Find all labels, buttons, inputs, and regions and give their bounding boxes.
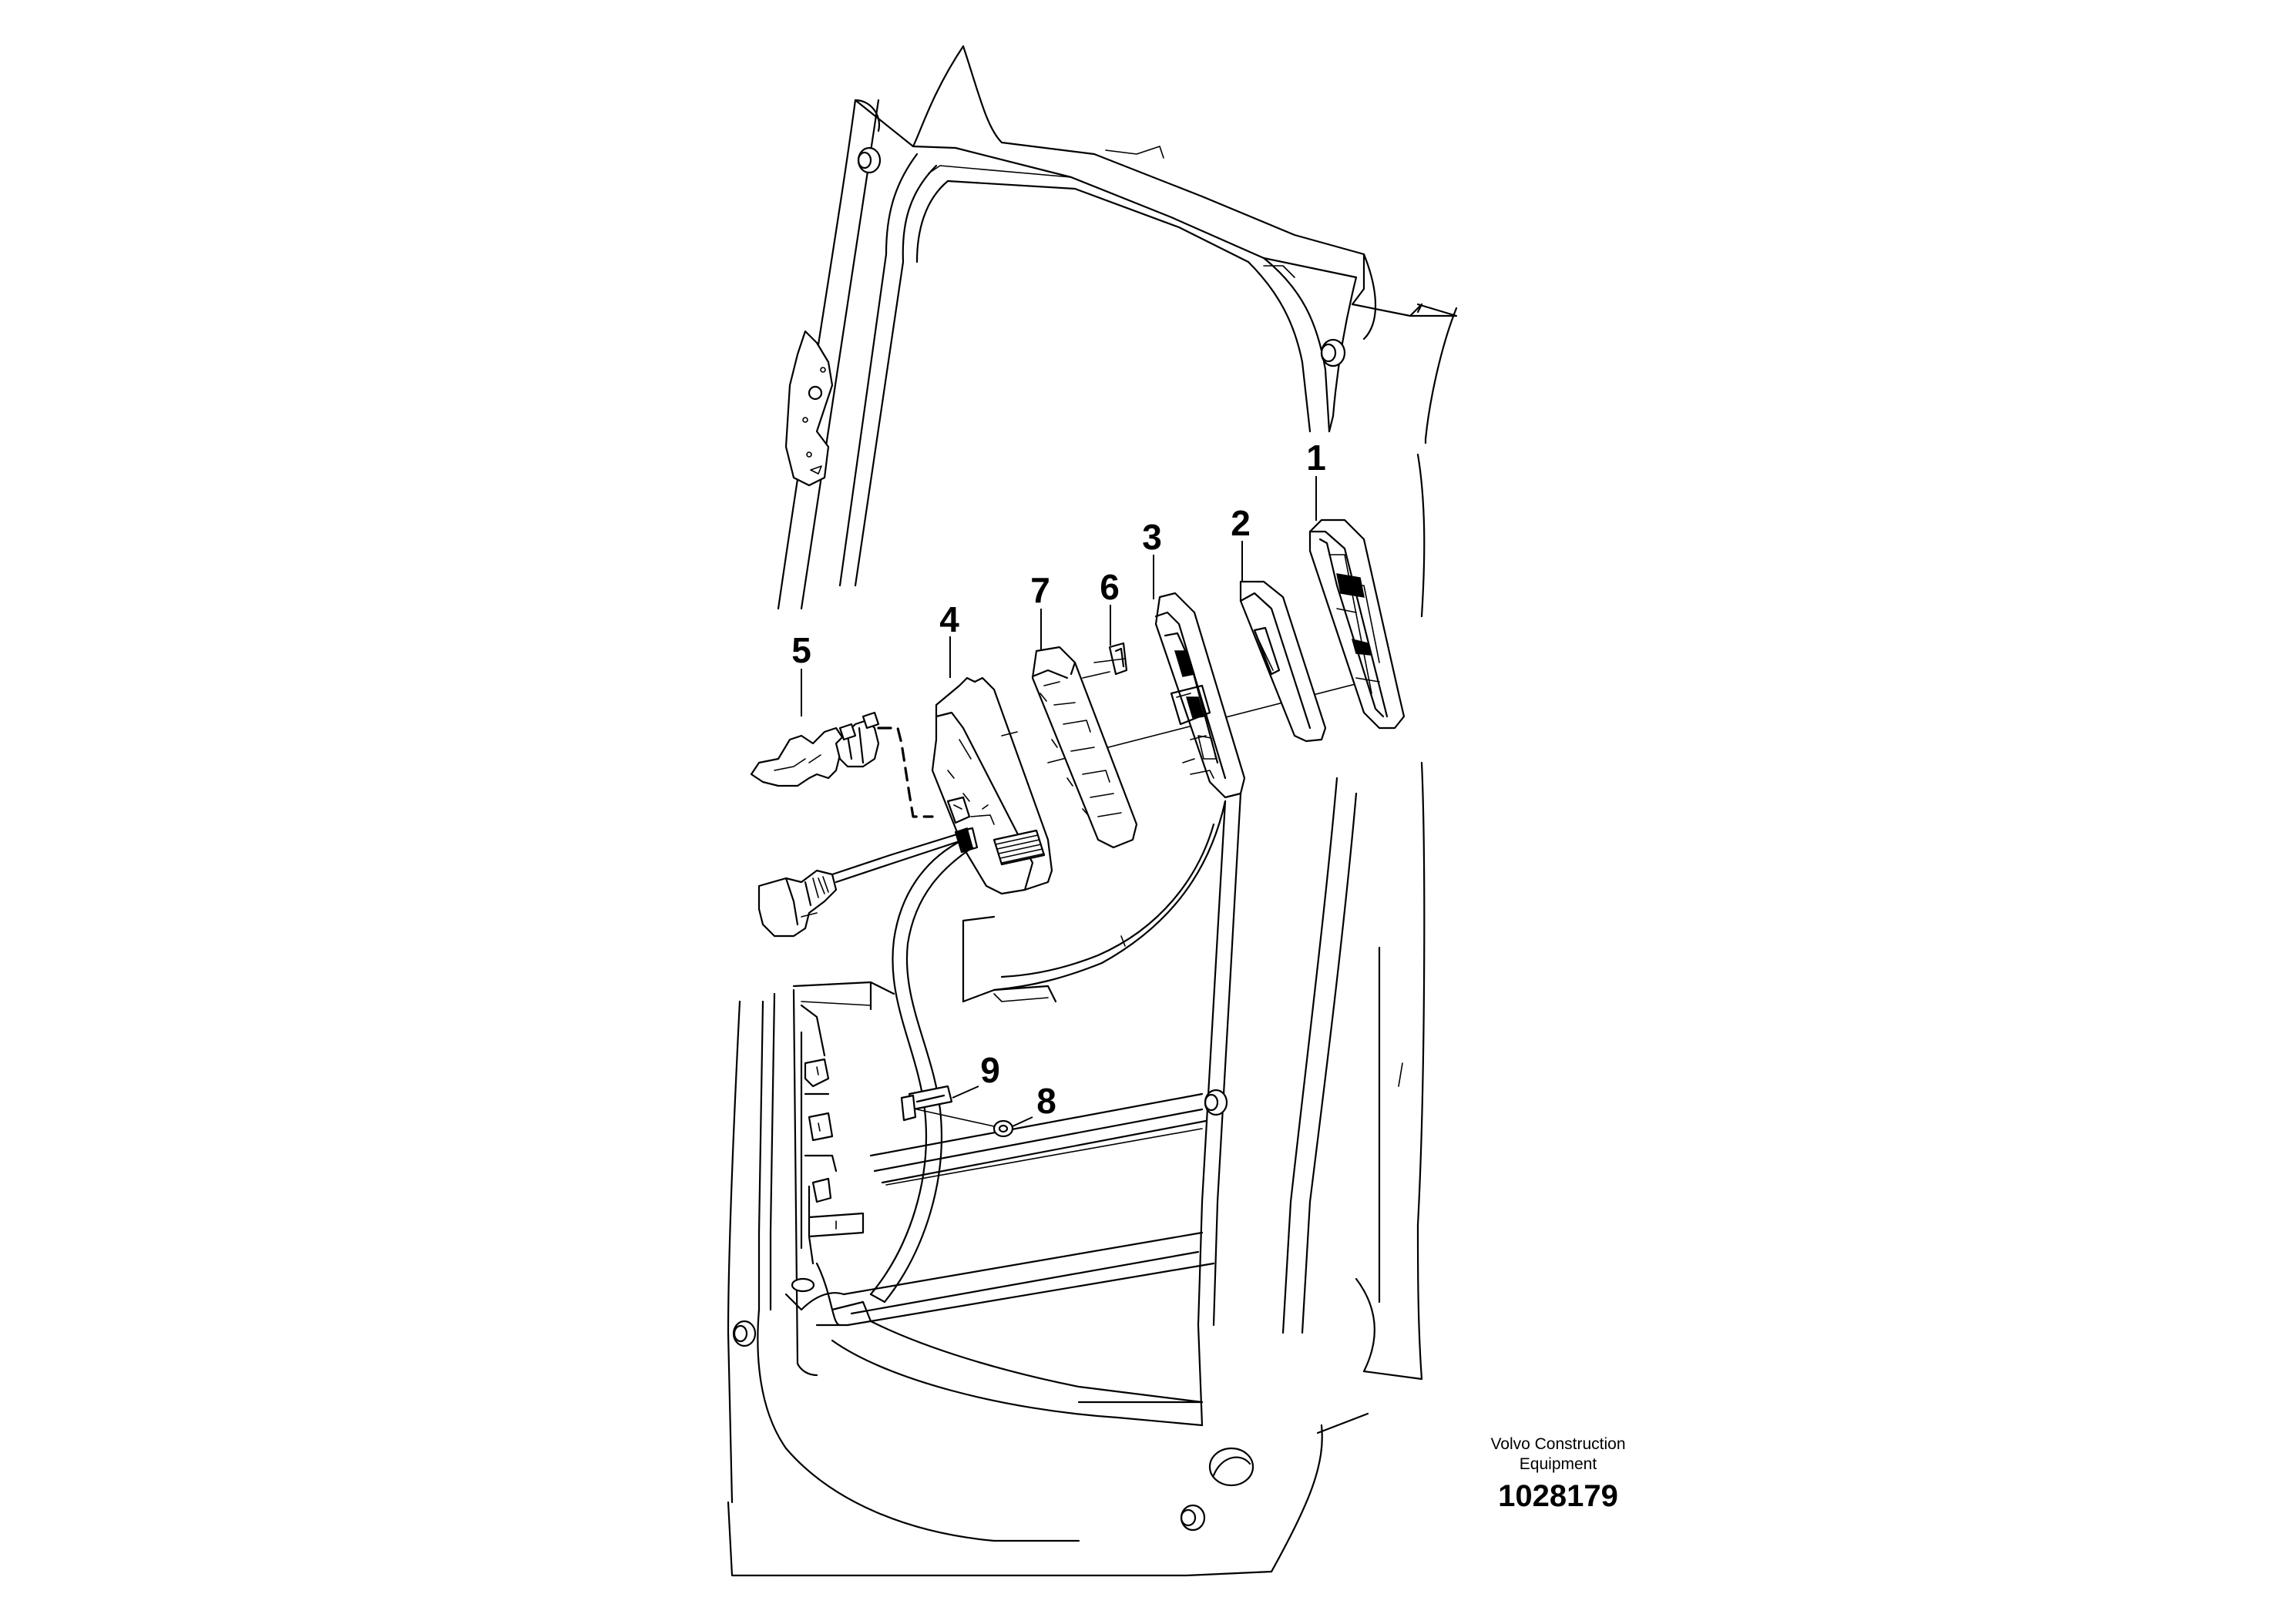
callout-5: 5	[791, 630, 811, 670]
part-4-controller-unit	[931, 676, 1053, 895]
callout-2: 2	[1231, 503, 1251, 543]
callout-8: 8	[1036, 1081, 1056, 1121]
part-8-washer	[916, 1109, 1033, 1138]
cab-door-frame	[727, 45, 1458, 1577]
callout-4: 4	[939, 599, 959, 639]
part-7-back-cover	[1031, 646, 1138, 849]
manufacturer-line-1: Volvo Construction	[1490, 1435, 1625, 1453]
callout-6: 6	[1100, 567, 1120, 607]
part-9-cable-clamp	[900, 1085, 979, 1122]
part-6-clip	[1082, 642, 1128, 679]
callout-9: 9	[980, 1050, 1000, 1090]
part-5-key-switch	[750, 711, 880, 787]
callout-3: 3	[1142, 517, 1162, 557]
dashed-cable-route	[877, 726, 934, 818]
wiring-harness	[757, 827, 974, 1304]
title-block: Volvo Construction Equipment 1028179	[1490, 1435, 1625, 1513]
drawing-number: 1028179	[1498, 1479, 1618, 1513]
part-1-housing-frame	[1308, 518, 1406, 730]
callout-7: 7	[1030, 570, 1050, 610]
callout-1: 1	[1306, 438, 1326, 478]
callouts: 1 2 3 4 5 6 7 8 9	[791, 438, 1326, 1121]
manufacturer-line-2: Equipment	[1520, 1455, 1597, 1473]
part-2-bezel	[1239, 580, 1327, 743]
part-3-display-module	[1154, 592, 1246, 799]
